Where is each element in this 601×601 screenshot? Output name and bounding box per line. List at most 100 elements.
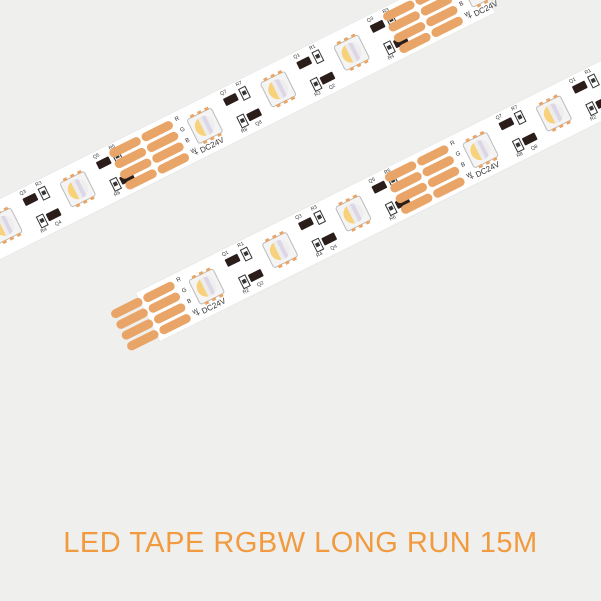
led-contact (82, 199, 88, 204)
led-contact (358, 223, 364, 229)
component-label: Q2 (327, 82, 337, 92)
component-label: R4 (315, 250, 324, 260)
pad-label: G (181, 287, 188, 295)
led-contact (277, 70, 283, 75)
led-contact (191, 274, 197, 280)
led-contact (345, 197, 351, 203)
led-emitter (540, 100, 568, 127)
resistor (513, 109, 527, 126)
component-label: R4 (39, 226, 49, 235)
led-contact (545, 97, 551, 103)
resistor (239, 246, 253, 262)
component-label: Q4 (54, 219, 63, 228)
pad-label: G (179, 126, 187, 134)
led-contact (352, 194, 358, 199)
led-emitter (338, 39, 366, 67)
led-strip-lower: RGBW+ DC24VQ1R1R2Q2Q3R3R4Q4Q5R5R6Q6RGBW+… (109, 42, 601, 352)
rgbw-led-chip (261, 230, 299, 269)
pad-label: R (175, 276, 183, 284)
pad-label: B (184, 137, 192, 145)
resistor (311, 49, 325, 65)
led-contact (69, 173, 75, 179)
led-contact (365, 220, 371, 225)
component-label: R6 (113, 189, 122, 199)
led-contact (9, 236, 15, 241)
led-contact (472, 134, 478, 139)
led-contact (283, 99, 289, 105)
rgbw-led-chip (334, 194, 373, 233)
led-emitter (0, 212, 18, 240)
led-contact (2, 239, 8, 245)
led-contact (16, 232, 22, 238)
transistor (595, 95, 601, 110)
led-contact (3, 206, 9, 212)
led-contact (350, 33, 356, 38)
led-contact (264, 237, 270, 243)
led-contact (465, 138, 471, 143)
led-contact (552, 94, 558, 99)
led-contact (277, 263, 283, 269)
led-contact (292, 256, 297, 262)
component-label: R2 (313, 90, 323, 99)
led-contact (271, 234, 277, 239)
led-emitter (264, 75, 292, 103)
led-emitter (64, 175, 92, 203)
led-contact (205, 267, 211, 272)
pad-label: R (174, 115, 181, 124)
led-contact (0, 210, 2, 215)
led-contact (89, 195, 95, 201)
led-contact (565, 120, 571, 125)
led-contact (351, 227, 357, 232)
rgbw-led-chip (59, 169, 97, 208)
led-contact (363, 59, 369, 64)
pad-label: B (460, 161, 467, 169)
pad-label: G (454, 150, 462, 159)
component-label: R4 (386, 53, 396, 62)
resistor (313, 209, 327, 226)
led-contact (551, 127, 557, 132)
component-label: Q8 (254, 119, 264, 128)
resistor (586, 73, 600, 89)
led-contact (204, 106, 209, 112)
led-contact (76, 169, 82, 175)
component-label: R6 (388, 214, 398, 223)
led-emitter (193, 273, 221, 301)
led-contact (75, 203, 81, 208)
led-emitter (191, 112, 219, 140)
component-label: R2 (589, 114, 598, 123)
led-emitter (467, 136, 494, 164)
component-label: Q4 (329, 243, 339, 252)
rgbw-led-chip (332, 33, 371, 72)
led-contact (336, 40, 342, 46)
pad-label: R (449, 140, 457, 148)
resistor (37, 185, 51, 201)
led-contact (198, 270, 204, 276)
led-contact (356, 62, 362, 68)
component-label: R2 (241, 287, 251, 296)
led-contact (284, 260, 290, 265)
led-contact (270, 73, 276, 79)
rgbw-led-chip (259, 70, 298, 109)
resistor (238, 85, 251, 101)
led-emitter (266, 236, 294, 264)
pad-label: B (458, 0, 465, 9)
led-contact (276, 103, 281, 108)
component-label: Q2 (256, 280, 265, 289)
component-label: R8 (240, 126, 249, 135)
component-label: R8 (515, 150, 525, 160)
product-title: LED TAPE RGBW LONG RUN 15M (63, 527, 538, 559)
led-contact (279, 230, 285, 236)
led-contact (558, 123, 564, 129)
led-contact (196, 110, 202, 115)
component-label: Q8 (530, 143, 539, 152)
led-emitter (339, 200, 367, 227)
rgbw-led-chip (535, 94, 573, 133)
led-contact (479, 130, 485, 136)
led-contact (538, 101, 544, 106)
rgbw-led-chip (0, 206, 24, 245)
pad-label: B (186, 298, 193, 306)
led-contact (343, 37, 349, 42)
led-contact (189, 113, 195, 119)
led-contact (338, 201, 344, 206)
led-contact (290, 95, 296, 101)
